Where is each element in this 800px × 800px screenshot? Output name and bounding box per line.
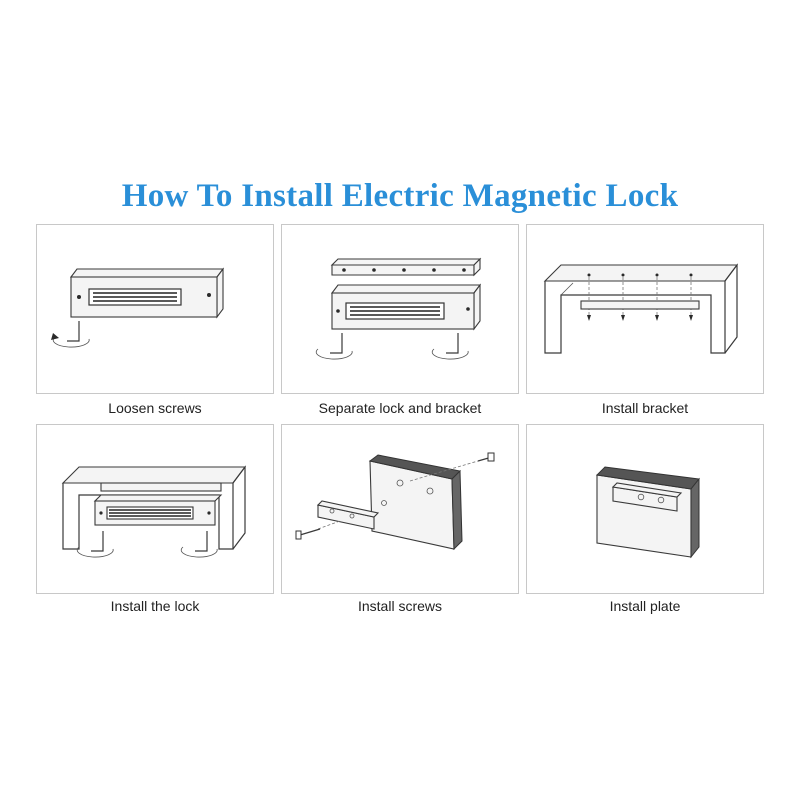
lock-and-bracket-separated-icon (315, 257, 482, 360)
plate-screws-into-door-icon (295, 452, 495, 551)
step-1-panel (36, 224, 274, 394)
step-5-caption: Install screws (357, 598, 443, 614)
step-2-caption: Separate lock and bracket (318, 400, 482, 416)
step-6-panel (526, 424, 764, 594)
step-1-caption: Loosen screws (108, 400, 202, 416)
bracket-on-door-frame-icon (543, 263, 739, 354)
step-2-panel (281, 224, 519, 394)
step-4-panel (36, 424, 274, 594)
page-title: How To Install Electric Magnetic Lock (121, 178, 679, 214)
step-3-panel (526, 224, 764, 394)
step-4-caption: Install the lock (110, 598, 200, 614)
step-3-caption: Install bracket (601, 400, 689, 416)
step-5-panel (281, 424, 519, 594)
plate-mounted-on-door-icon (595, 466, 700, 559)
lock-body-with-hex-key-icon (51, 267, 225, 348)
step-6-caption: Install plate (609, 598, 681, 614)
lock-on-door-frame-icon (61, 465, 247, 558)
